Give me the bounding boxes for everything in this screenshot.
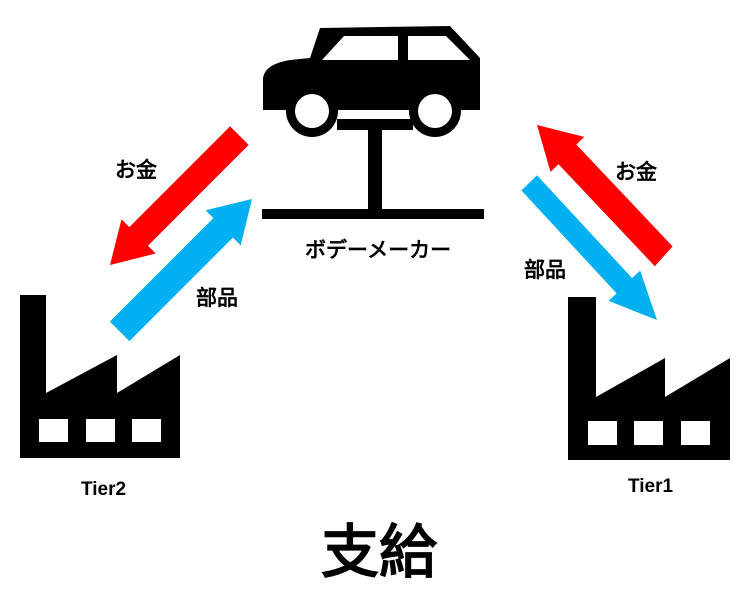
body-maker-label: ボデーメーカー	[305, 238, 452, 262]
parts-arrow-left	[109, 199, 253, 342]
tier2-label: Tier2	[81, 479, 127, 500]
money-arrow-right	[537, 125, 673, 267]
car-on-lift-icon	[262, 26, 484, 219]
tier1-label: Tier1	[628, 476, 674, 497]
money-label-right: お金	[615, 160, 657, 184]
parts-arrow-right	[521, 175, 657, 320]
money-label-left: お金	[115, 158, 157, 182]
parts-label-left: 部品	[196, 286, 238, 310]
factory-icon	[568, 297, 730, 460]
money-arrow-left	[110, 126, 249, 265]
parts-label-right: 部品	[524, 258, 566, 282]
diagram-title: 支給	[321, 518, 438, 586]
factory-icon	[20, 295, 180, 458]
